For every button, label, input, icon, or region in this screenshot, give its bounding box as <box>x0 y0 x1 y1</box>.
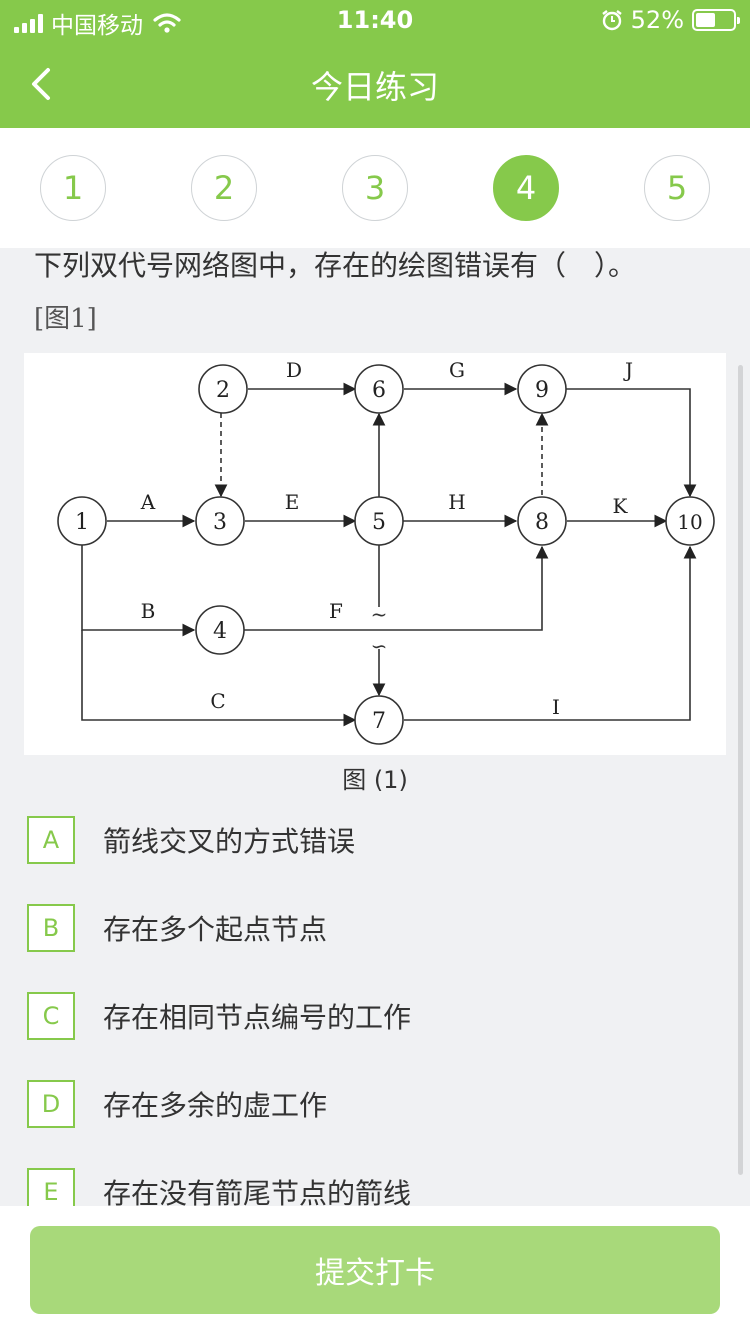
activity-label-k: K <box>613 494 629 518</box>
tab-question-2[interactable]: 2 <box>191 155 257 221</box>
status-bar: 中国移动 11:40 52% <box>0 0 750 40</box>
option-b[interactable]: B 存在多个起点节点 <box>27 904 328 952</box>
crossing-mark-bottom: ∽ <box>371 634 388 658</box>
activity-label-a: A <box>140 490 156 514</box>
node-label-7: 7 <box>372 709 386 734</box>
option-text: 箭线交叉的方式错误 <box>103 825 356 858</box>
node-label-4: 4 <box>213 619 227 644</box>
node-3 <box>195 496 245 546</box>
carrier-name: 中国移动 <box>51 13 143 39</box>
battery-percent: 52% <box>630 6 684 34</box>
option-d[interactable]: D 存在多余的虚工作 <box>27 1080 328 1128</box>
alarm-icon <box>601 10 622 31</box>
option-text: 存在多个起点节点 <box>103 913 328 946</box>
tab-question-4[interactable]: 4 <box>493 155 559 221</box>
status-time: 11:40 <box>336 6 414 34</box>
node-label-10: 10 <box>677 510 702 534</box>
crossing-mark-top: ~ <box>371 602 388 626</box>
question-figure-ref: [图1] <box>34 304 97 334</box>
node-9 <box>517 364 567 414</box>
node-4 <box>195 605 245 655</box>
question-text: 下列双代号网络图中，存在的绘图错误有（ ）。 <box>34 249 637 282</box>
option-letter: D <box>27 1080 75 1128</box>
node-label-5: 5 <box>372 510 386 535</box>
tab-question-5[interactable]: 5 <box>644 155 710 221</box>
nav-bar: 今日练习 <box>0 40 750 128</box>
option-text: 存在没有箭尾节点的箭线 <box>103 1177 412 1210</box>
activity-label-j: J <box>623 358 633 382</box>
tab-question-3[interactable]: 3 <box>342 155 408 221</box>
figure-caption: 图 (1) <box>342 766 408 794</box>
activity-label-c: C <box>210 689 225 713</box>
option-letter: C <box>27 992 75 1040</box>
back-icon[interactable] <box>24 62 64 106</box>
activity-label-h: H <box>448 490 465 514</box>
node-label-3: 3 <box>213 510 227 535</box>
activity-label-b: B <box>141 599 156 623</box>
node-7 <box>354 695 404 745</box>
node-8 <box>517 496 567 546</box>
option-text: 存在多余的虚工作 <box>103 1089 328 1122</box>
activity-label-g: G <box>449 358 465 382</box>
activity-label-e: E <box>285 490 300 514</box>
node-10 <box>665 496 715 546</box>
node-label-6: 6 <box>372 378 386 403</box>
page-title: 今日练习 <box>310 68 439 106</box>
activity-label-d: D <box>286 358 302 382</box>
network-diagram: ~ ∽ 1 2 3 4 5 6 7 8 9 10 A B C D E F G H <box>24 353 726 755</box>
wifi-icon <box>153 13 181 33</box>
question-tabs: 1 2 3 4 5 <box>0 128 750 248</box>
battery-icon <box>692 9 740 31</box>
node-label-2: 2 <box>216 378 230 403</box>
activity-label-i: I <box>552 695 560 719</box>
node-label-1: 1 <box>75 510 89 535</box>
activity-label-f: F <box>329 599 343 623</box>
submit-checkin-button[interactable]: 提交打卡 <box>30 1226 720 1314</box>
option-letter: B <box>27 904 75 952</box>
option-letter: A <box>27 816 75 864</box>
node-2 <box>198 364 248 414</box>
node-1 <box>57 496 107 546</box>
option-c[interactable]: C 存在相同节点编号的工作 <box>27 992 412 1040</box>
bottom-bar: 提交打卡 <box>0 1206 750 1334</box>
node-6 <box>354 364 404 414</box>
node-5 <box>354 496 404 546</box>
signal-icon <box>14 13 43 33</box>
node-label-8: 8 <box>535 510 549 535</box>
tab-question-1[interactable]: 1 <box>40 155 106 221</box>
node-label-9: 9 <box>535 378 549 403</box>
scroll-indicator[interactable] <box>738 365 743 1175</box>
option-text: 存在相同节点编号的工作 <box>103 1001 412 1034</box>
option-a[interactable]: A 箭线交叉的方式错误 <box>27 816 356 864</box>
